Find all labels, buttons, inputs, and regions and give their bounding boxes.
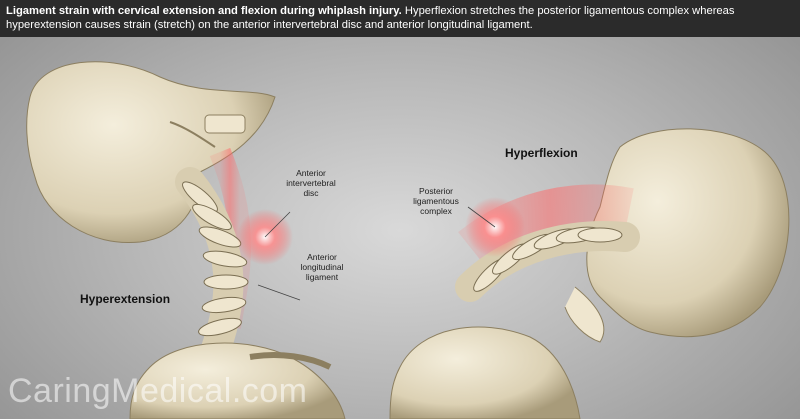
anterior-ligament-label: Anterior longitudinal ligament [300,252,344,282]
hyperextension-label: Hyperextension [80,292,171,306]
hyperflexion-label: Hyperflexion [505,146,578,160]
anterior-disc-label: Anterior intervertebral disc [286,168,336,198]
posterior-complex-label: Posterior ligamentous complex [413,186,459,216]
anatomy-illustration [26,61,790,419]
hyperextension-skeleton [26,61,346,419]
caption-bar: Ligament strain with cervical extension … [0,0,800,37]
caption-title: Ligament strain with cervical extension … [6,5,402,17]
hyperflexion-skeleton [389,128,790,419]
caption-text: Hyperflexion stretches the posterior lig… [6,5,735,31]
watermark-caringmedical: CaringMedical.com [8,372,308,410]
